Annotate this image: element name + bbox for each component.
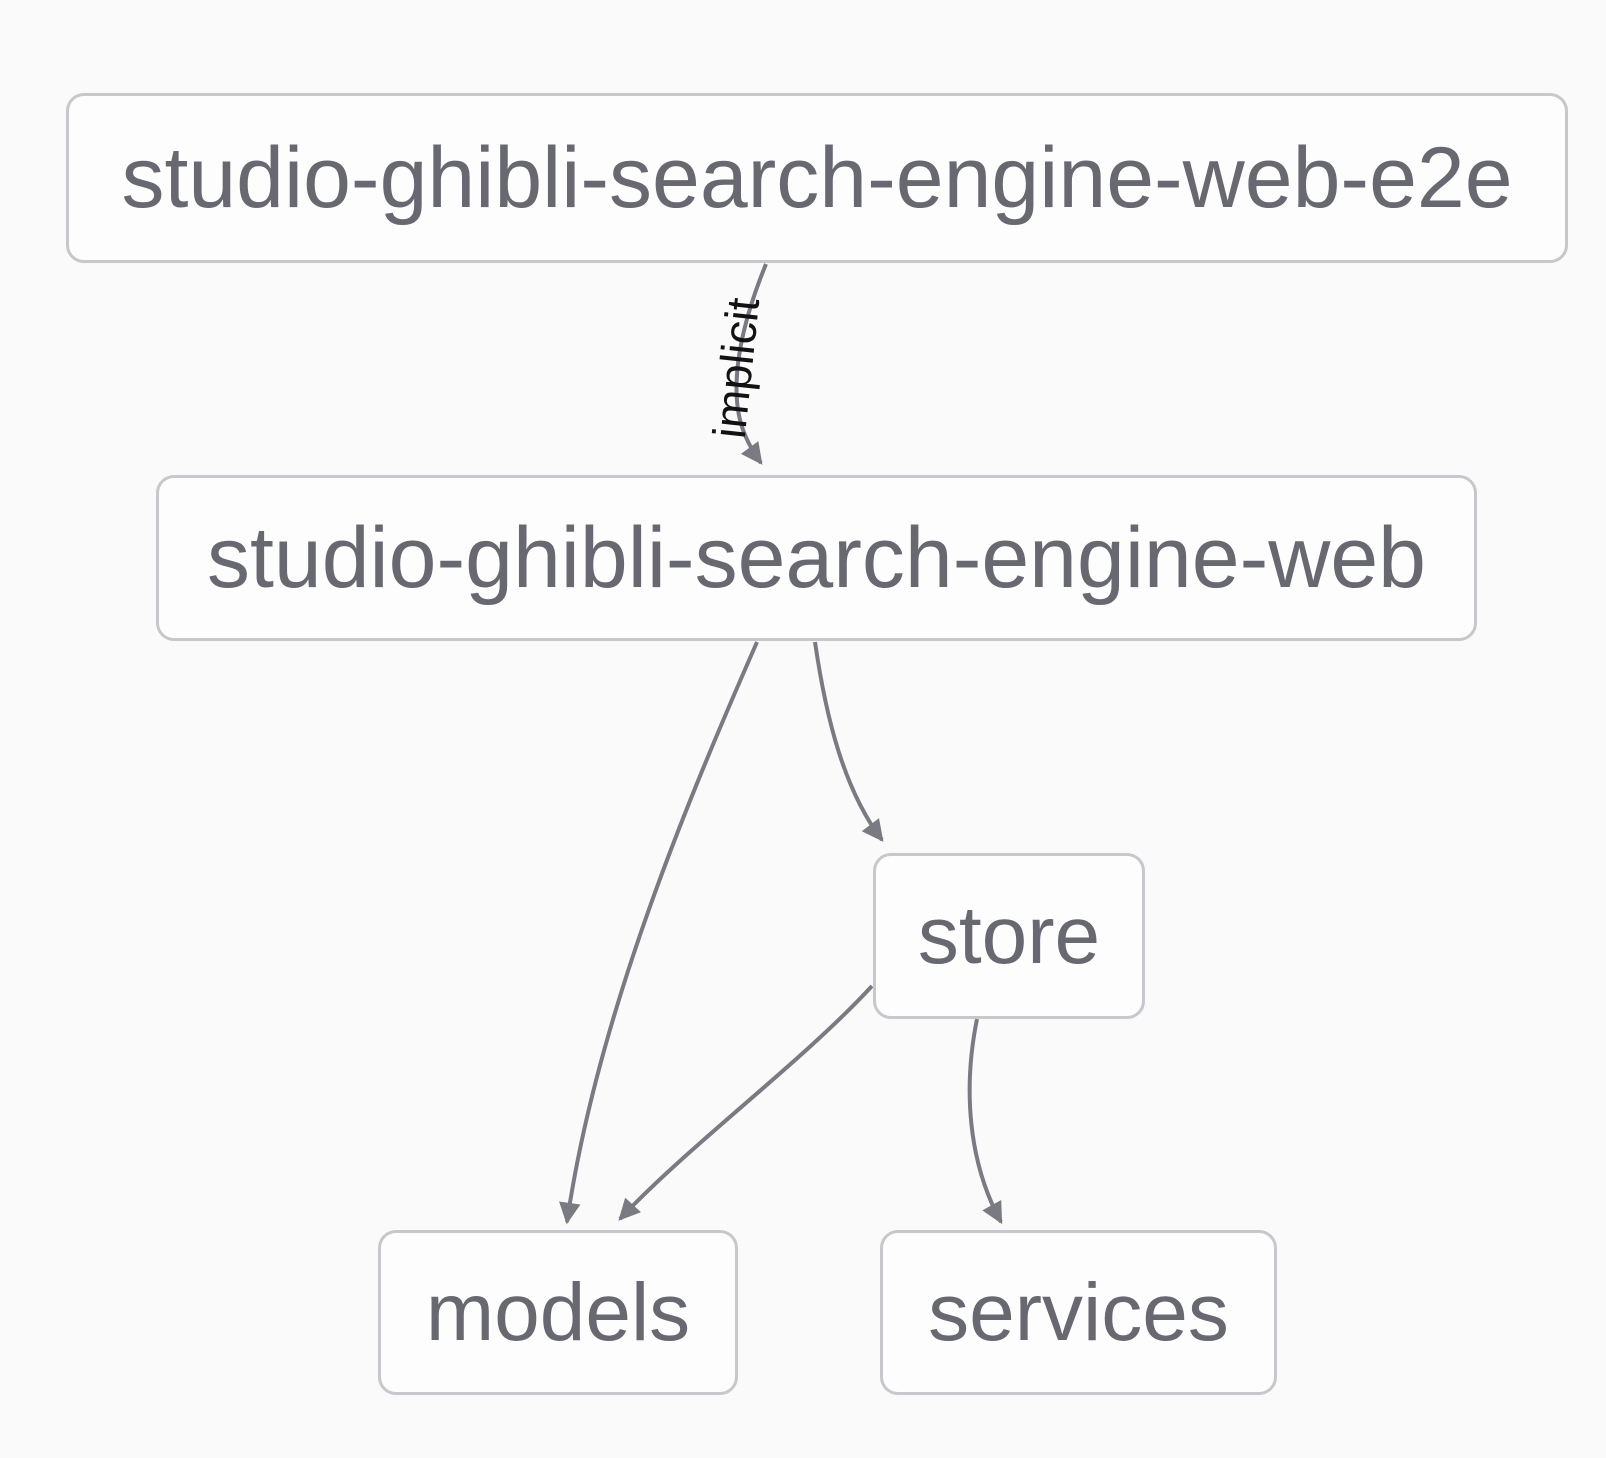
node-label: studio-ghibli-search-engine-web — [207, 509, 1426, 606]
node-store[interactable]: store — [873, 853, 1145, 1019]
node-label: studio-ghibli-search-engine-web-e2e — [121, 129, 1513, 226]
edge-web-to-models[interactable] — [559, 641, 759, 1225]
node-models[interactable]: models — [378, 1230, 738, 1395]
node-label: services — [928, 1266, 1229, 1358]
node-label: store — [917, 890, 1101, 981]
edge-store-to-services[interactable] — [967, 1018, 1003, 1225]
edge-e2e-to-web[interactable] — [734, 263, 768, 465]
edge-store-to-models[interactable] — [618, 984, 874, 1221]
node-studio-ghibli-search-engine-web-e2e[interactable]: studio-ghibli-search-engine-web-e2e — [66, 93, 1568, 263]
edge-web-to-store[interactable] — [813, 641, 884, 842]
node-studio-ghibli-search-engine-web[interactable]: studio-ghibli-search-engine-web — [156, 475, 1477, 641]
node-label: models — [425, 1266, 691, 1358]
node-services[interactable]: services — [880, 1230, 1277, 1395]
